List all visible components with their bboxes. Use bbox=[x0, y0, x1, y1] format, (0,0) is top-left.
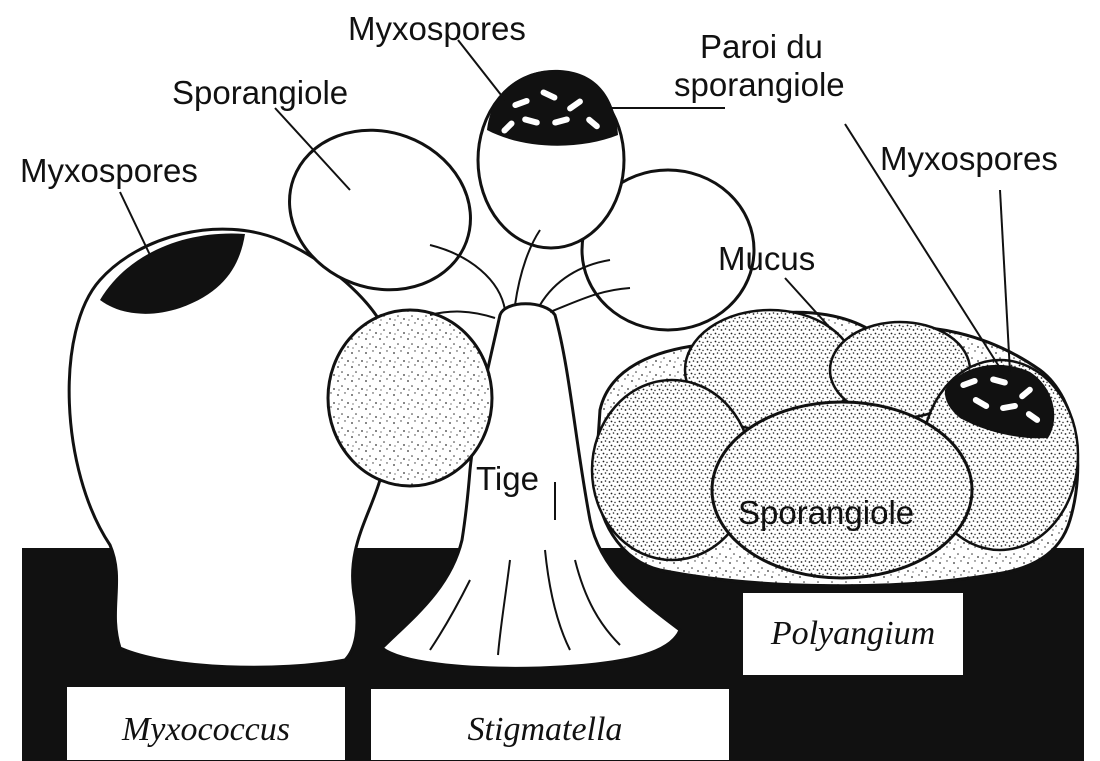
polyangium-sporangiole-front bbox=[712, 402, 972, 578]
label-myxospores-polyangium: Myxospores bbox=[880, 140, 1058, 177]
polyangium-fruiting-body bbox=[592, 310, 1078, 586]
label-paroi-line1: Paroi du bbox=[700, 28, 823, 65]
stigmatella-sporangiole-front-left bbox=[328, 310, 492, 486]
genus-label-polyangium: Polyangium bbox=[742, 592, 964, 676]
genus-label-myxococcus: Myxococcus bbox=[66, 686, 346, 761]
label-myxospores-stigmatella: Myxospores bbox=[348, 10, 526, 47]
label-sporangiole-stigmatella: Sporangiole bbox=[172, 74, 348, 111]
genus-name-stigmatella: Stigmatella bbox=[468, 711, 623, 748]
label-sporangiole-polyangium: Sporangiole bbox=[738, 494, 914, 531]
label-tige: Tige bbox=[476, 460, 539, 497]
genus-name-myxococcus: Myxococcus bbox=[121, 711, 290, 748]
label-mucus: Mucus bbox=[718, 240, 815, 277]
label-paroi-line2: sporangiole bbox=[674, 66, 845, 103]
stigmatella-myxospore-cap bbox=[487, 70, 618, 146]
genus-label-stigmatella: Stigmatella bbox=[370, 688, 730, 761]
label-myxospores-myxococcus: Myxospores bbox=[20, 152, 198, 189]
genus-name-polyangium: Polyangium bbox=[770, 615, 935, 652]
